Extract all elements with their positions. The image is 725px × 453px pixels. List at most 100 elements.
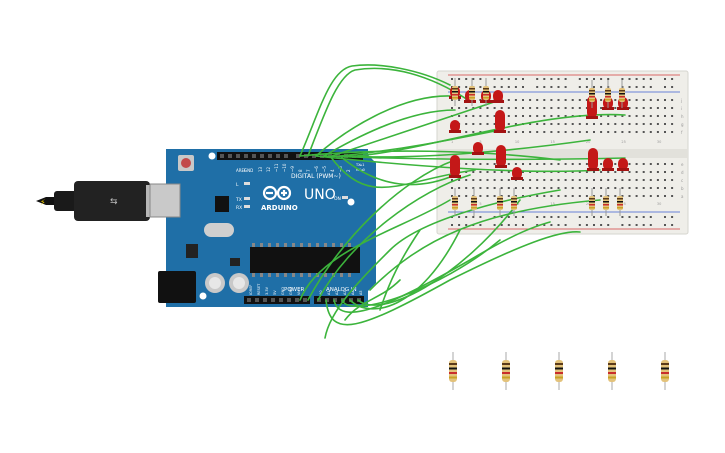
rail-hole[interactable] <box>642 216 645 218</box>
rail-hole[interactable] <box>600 216 603 218</box>
terminal-hole[interactable] <box>479 107 482 109</box>
terminal-hole[interactable] <box>593 171 595 173</box>
terminal-hole[interactable] <box>458 99 461 101</box>
rail-hole[interactable] <box>635 216 638 218</box>
rail-hole[interactable] <box>479 86 482 88</box>
led[interactable] <box>449 155 461 178</box>
rail-hole[interactable] <box>536 224 539 226</box>
rail-hole[interactable] <box>585 216 588 218</box>
resistor[interactable] <box>617 188 623 216</box>
rail-hole[interactable] <box>607 216 610 218</box>
rail-hole[interactable] <box>607 78 610 80</box>
jumper-wire[interactable] <box>307 67 469 157</box>
rail-hole[interactable] <box>564 78 567 80</box>
terminal-hole[interactable] <box>664 123 666 125</box>
terminal-hole[interactable] <box>472 115 475 117</box>
terminal-hole[interactable] <box>642 123 645 125</box>
terminal-hole[interactable] <box>514 195 517 197</box>
jumper-wire[interactable] <box>323 109 456 157</box>
terminal-hole[interactable] <box>550 187 553 189</box>
rail-hole[interactable] <box>458 224 461 226</box>
terminal-hole[interactable] <box>578 195 581 197</box>
rail-hole[interactable] <box>578 224 581 226</box>
rail-hole[interactable] <box>458 216 461 218</box>
terminal-hole[interactable] <box>472 163 475 165</box>
terminal-hole[interactable] <box>642 115 645 117</box>
jumper-wire[interactable] <box>369 199 601 291</box>
analog-header[interactable] <box>314 296 364 304</box>
terminal-hole[interactable] <box>649 131 652 133</box>
rail-hole[interactable] <box>465 78 468 80</box>
terminal-hole[interactable] <box>664 107 666 109</box>
rail-hole[interactable] <box>585 86 588 88</box>
terminal-hole[interactable] <box>593 195 595 197</box>
terminal-hole[interactable] <box>621 171 624 173</box>
terminal-hole[interactable] <box>664 195 666 197</box>
terminal-hole[interactable] <box>614 123 617 125</box>
terminal-hole[interactable] <box>465 131 468 133</box>
jumper-wire[interactable] <box>333 221 551 313</box>
terminal-hole[interactable] <box>649 195 652 197</box>
terminal-hole[interactable] <box>656 99 659 101</box>
rail-hole[interactable] <box>649 216 652 218</box>
terminal-hole[interactable] <box>529 163 532 165</box>
terminal-hole[interactable] <box>557 187 560 189</box>
terminal-hole[interactable] <box>607 187 610 189</box>
rail-hole[interactable] <box>543 216 546 218</box>
terminal-hole[interactable] <box>664 99 666 101</box>
terminal-hole[interactable] <box>500 195 503 197</box>
terminal-hole[interactable] <box>486 195 489 197</box>
rail-hole[interactable] <box>642 78 645 80</box>
rail-hole[interactable] <box>671 78 674 80</box>
rail-hole[interactable] <box>493 78 496 80</box>
resistor[interactable] <box>469 78 475 106</box>
terminal-hole[interactable] <box>649 187 652 189</box>
terminal-hole[interactable] <box>507 195 510 197</box>
terminal-hole[interactable] <box>600 107 603 109</box>
terminal-hole[interactable] <box>578 171 581 173</box>
terminal-hole[interactable] <box>564 115 567 117</box>
terminal-hole[interactable] <box>578 187 581 189</box>
loose-resistor[interactable] <box>502 352 510 390</box>
terminal-hole[interactable] <box>635 163 638 165</box>
terminal-hole[interactable] <box>550 163 553 165</box>
terminal-hole[interactable] <box>671 195 674 197</box>
terminal-hole[interactable] <box>585 131 588 133</box>
terminal-hole[interactable] <box>593 123 595 125</box>
rail-hole[interactable] <box>671 216 674 218</box>
led[interactable] <box>495 145 507 168</box>
rail-hole[interactable] <box>564 224 567 226</box>
terminal-hole[interactable] <box>607 115 610 117</box>
terminal-hole[interactable] <box>614 115 617 117</box>
terminal-hole[interactable] <box>656 195 659 197</box>
terminal-hole[interactable] <box>621 115 624 117</box>
terminal-hole[interactable] <box>522 131 524 133</box>
terminal-hole[interactable] <box>536 123 539 125</box>
rail-hole[interactable] <box>507 86 510 88</box>
terminal-hole[interactable] <box>465 163 468 165</box>
terminal-hole[interactable] <box>600 99 603 101</box>
terminal-hole[interactable] <box>621 123 624 125</box>
terminal-hole[interactable] <box>458 187 461 189</box>
terminal-hole[interactable] <box>529 131 532 133</box>
terminal-hole[interactable] <box>671 171 674 173</box>
rail-hole[interactable] <box>479 216 482 218</box>
terminal-hole[interactable] <box>550 115 553 117</box>
terminal-hole[interactable] <box>656 131 659 133</box>
rail-hole[interactable] <box>664 216 666 218</box>
terminal-hole[interactable] <box>571 187 574 189</box>
terminal-hole[interactable] <box>522 195 524 197</box>
terminal-hole[interactable] <box>536 163 539 165</box>
terminal-hole[interactable] <box>522 115 524 117</box>
resistor[interactable] <box>483 78 489 106</box>
terminal-hole[interactable] <box>578 99 581 101</box>
terminal-hole[interactable] <box>635 131 638 133</box>
terminal-hole[interactable] <box>557 115 560 117</box>
terminal-hole[interactable] <box>536 195 539 197</box>
terminal-hole[interactable] <box>628 187 631 189</box>
rail-hole[interactable] <box>451 224 453 226</box>
terminal-hole[interactable] <box>486 163 489 165</box>
terminal-hole[interactable] <box>458 115 461 117</box>
terminal-hole[interactable] <box>564 179 567 181</box>
led[interactable] <box>587 148 599 171</box>
